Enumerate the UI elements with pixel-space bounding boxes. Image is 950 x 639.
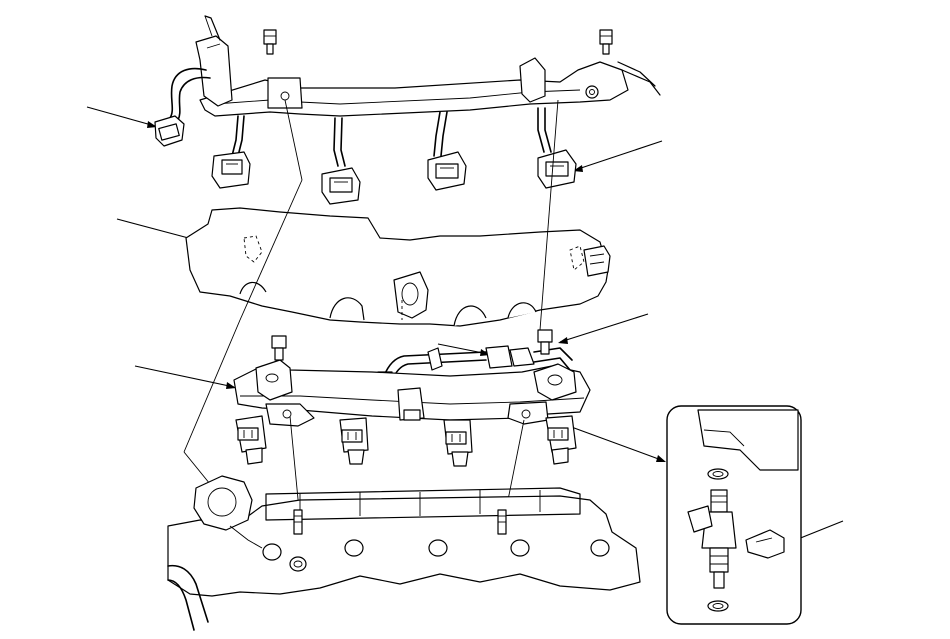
fuel-injectors bbox=[235, 415, 577, 467]
cover-right-clip bbox=[583, 245, 611, 277]
arrowhead bbox=[226, 382, 236, 389]
harness-band bbox=[199, 61, 629, 117]
arrowhead bbox=[147, 121, 157, 128]
harness-bolt-right bbox=[585, 29, 613, 99]
callout-leader-harness-cover bbox=[116, 218, 197, 241]
callout-leader-bolt bbox=[559, 313, 649, 343]
arrowhead bbox=[558, 337, 568, 344]
fuel-rail-tab-left bbox=[265, 403, 315, 427]
detail-rail-edge bbox=[703, 429, 745, 447]
callout-leader-detail-inset bbox=[565, 424, 665, 462]
injector-clip bbox=[745, 529, 785, 559]
fuel-hose-fitting bbox=[509, 347, 535, 367]
injector-pigtail-4 bbox=[537, 107, 577, 189]
fuel-rail bbox=[233, 329, 591, 427]
cover-hidden-clip-right bbox=[569, 245, 585, 271]
cover-center-boss bbox=[393, 271, 429, 319]
callout-leader-harness-connector bbox=[86, 106, 156, 127]
injector-pigtail-2 bbox=[321, 117, 361, 205]
injector-clip-slot bbox=[755, 537, 773, 543]
harness-left-bracket-detail bbox=[204, 15, 221, 49]
wire-harness bbox=[154, 15, 661, 205]
fuel-rail-right-boss bbox=[533, 363, 577, 401]
arrowhead bbox=[656, 455, 666, 462]
harness-mount-tab bbox=[267, 77, 303, 109]
fuel-rail-bolt-right bbox=[537, 329, 553, 355]
manifold-stud-left bbox=[293, 509, 303, 535]
intake-manifold bbox=[167, 475, 641, 631]
callout-leader-injector-connector bbox=[574, 140, 663, 171]
fuel-injector-1 bbox=[235, 415, 267, 465]
harness-connector bbox=[154, 115, 185, 147]
harness-right-bracket bbox=[519, 57, 546, 103]
cover-cutout-2 bbox=[329, 297, 365, 321]
manifold-ports bbox=[262, 539, 610, 572]
harness-left-bracket bbox=[195, 35, 233, 107]
callout-leader-fuel-rail bbox=[134, 365, 235, 388]
fuel-hose-clamp bbox=[485, 345, 513, 369]
harness-cover-body bbox=[185, 207, 609, 327]
harness-cover bbox=[185, 207, 611, 327]
fuel-hose-bracket bbox=[427, 347, 443, 371]
harness-wire-left-2 bbox=[177, 76, 211, 121]
harness-bracket-tab bbox=[204, 15, 221, 41]
harness-right-lead-2 bbox=[617, 61, 656, 87]
manifold-hose bbox=[167, 564, 209, 623]
o-ring-upper bbox=[707, 468, 729, 480]
cover-cutout-3 bbox=[453, 305, 487, 327]
injector-pigtail-1 bbox=[211, 115, 251, 189]
fuel-rail-bolt-left bbox=[271, 335, 287, 361]
manifold-rail-seat bbox=[265, 487, 581, 521]
manifold-detail bbox=[229, 525, 263, 549]
detail-injector bbox=[687, 489, 737, 589]
manifold-hose-2 bbox=[167, 579, 195, 631]
fuel-injector-4 bbox=[545, 415, 577, 465]
fuel-injector-3 bbox=[443, 419, 473, 467]
fuel-hose-lead bbox=[533, 347, 573, 361]
fuel-hose-lead-2 bbox=[533, 357, 571, 371]
fuel-rail-tab-right bbox=[507, 401, 549, 425]
harness-wire-left bbox=[169, 67, 207, 119]
fuel-rail-left-boss bbox=[255, 359, 293, 401]
o-ring-lower bbox=[707, 600, 729, 612]
cover-cutout-1 bbox=[239, 281, 267, 295]
injector-detail-inset bbox=[666, 405, 802, 625]
manifold-stud-right bbox=[497, 509, 507, 535]
injector-pigtail-3 bbox=[427, 111, 467, 191]
manifold-throttle-boss bbox=[193, 475, 253, 531]
cover-hidden-clip-left bbox=[243, 235, 263, 263]
detail-rail-portion bbox=[697, 409, 799, 471]
manifold-ribs bbox=[299, 490, 541, 516]
cover-cutout-4 bbox=[507, 302, 537, 319]
fuel-injector-2 bbox=[339, 417, 369, 465]
